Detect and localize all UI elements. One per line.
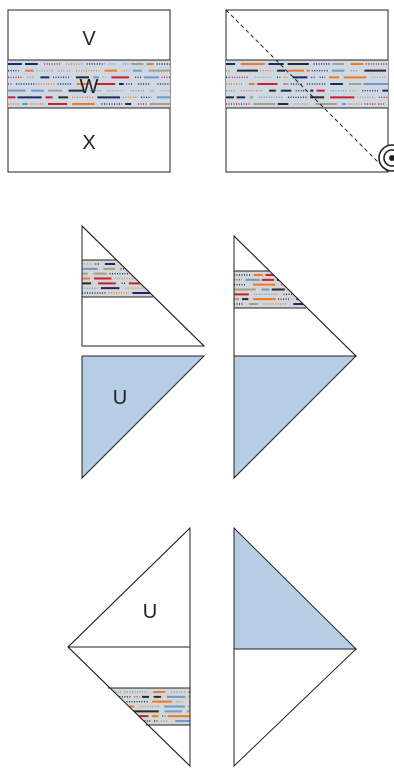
triangle-bottom-right [234, 528, 356, 766]
triangle-fill-blue [234, 528, 356, 649]
block-right [226, 10, 394, 172]
triangle-fill-blue [82, 356, 204, 478]
fabric-band-tri [234, 271, 356, 308]
block-left: V W X [8, 10, 170, 172]
fabric-band-right [226, 60, 388, 108]
triangle-middle-right-bottom [234, 356, 356, 478]
label-bottom: X [82, 132, 95, 154]
label-middle: W [80, 76, 99, 98]
label-u-blue: U [113, 387, 127, 409]
label-u: U [143, 601, 157, 623]
label-top: V [82, 28, 96, 50]
triangle-middle-right-top [234, 236, 356, 356]
triangle-middle-left-top [82, 226, 204, 346]
triangle-fill-blue [234, 356, 356, 478]
triangle-outline [234, 649, 356, 766]
triangle-middle-left-bottom: U [82, 356, 204, 478]
fabric-band-tri [82, 260, 204, 297]
triangle-bottom-left: U [68, 528, 190, 766]
